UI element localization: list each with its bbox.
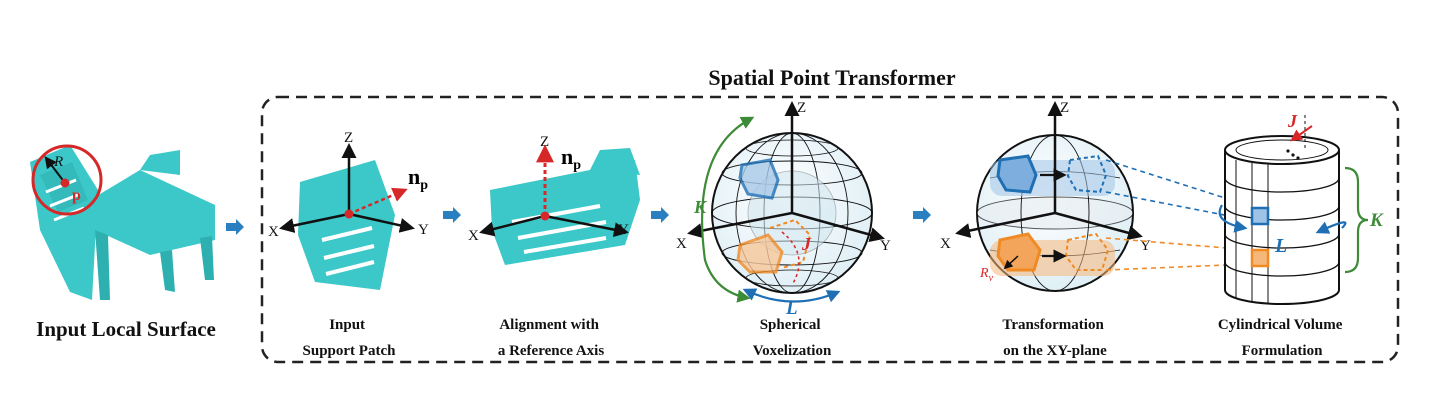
stage-alignment-reference-axis: Z X Y np xyxy=(468,134,640,265)
stage-cylindrical-volume: J L K xyxy=(1218,111,1384,305)
symbol-j-label: J xyxy=(801,234,812,254)
svg-text:Spherical Voxelization: Spherical Voxelization xyxy=(753,317,832,359)
stage-xy-plane-transformation: Z X Y Rv xyxy=(940,100,1151,292)
axis-y-label: Y xyxy=(618,222,629,238)
svg-text:Alignment with a Reference: Alignment with a Reference Axis xyxy=(498,317,605,359)
radius-r-label: R xyxy=(53,154,63,170)
stage-2-caption-line2: a Reference Axis xyxy=(498,343,605,359)
flow-arrow-icon xyxy=(226,219,244,235)
input-local-surface: R p xyxy=(30,144,215,300)
stage-5-caption-line1: Cylindrical Volume xyxy=(1218,317,1343,333)
stage-4-caption-line1: Transformation xyxy=(1002,317,1104,333)
input-local-surface-label: Input Local Surface xyxy=(36,317,216,341)
neighborhood-circle xyxy=(31,144,103,216)
svg-text:Transformation on the XY-p: Transformation on the XY-plane xyxy=(1002,317,1107,359)
normal-np-label: np xyxy=(408,164,428,193)
stage-2-caption-line1: Alignment with xyxy=(499,317,599,333)
flow-arrow-icon xyxy=(913,207,931,223)
axis-x-label: X xyxy=(676,236,687,252)
point-p-label: p xyxy=(72,187,81,204)
flow-arrow-icon xyxy=(651,207,669,223)
axis-x-label: X xyxy=(468,228,479,244)
symbol-l-label: L xyxy=(785,298,798,319)
stage-5-caption-line2: Formulation xyxy=(1242,343,1323,359)
stage-1-caption-line2: Support Patch xyxy=(303,343,397,359)
symbol-k-label: K xyxy=(1369,210,1384,231)
axis-x-label: X xyxy=(268,224,279,240)
axis-z-label: Z xyxy=(1060,100,1069,116)
svg-text:Input Support Patch: Input Support Patch xyxy=(303,317,397,359)
transformer-group-box xyxy=(260,95,1400,364)
symbol-rv-label: Rv xyxy=(979,266,994,284)
axis-x-label: X xyxy=(940,236,951,252)
axis-y-label: Y xyxy=(418,222,429,238)
symbol-j-label: J xyxy=(1287,111,1298,131)
stage-3-caption-line2: Voxelization xyxy=(753,343,832,359)
stage-spherical-voxelization: Z X Y J K L xyxy=(676,100,891,319)
keypoint-p xyxy=(60,178,70,188)
transformer-title: Spatial Point Transformer xyxy=(708,65,956,90)
stage-input-support-patch: Z X Y np xyxy=(268,130,429,290)
flow-arrow-icon xyxy=(443,207,461,223)
stage-4-caption-line2: on the XY-plane xyxy=(1003,343,1107,359)
flow-arrows xyxy=(226,207,931,235)
stage-1-caption-line1: Input xyxy=(329,317,365,333)
symbol-l-label: L xyxy=(1274,235,1287,257)
axis-z-label: Z xyxy=(540,134,549,150)
svg-text:Cylindrical Volume Formula: Cylindrical Volume Formulation xyxy=(1218,317,1346,359)
axis-z-label: Z xyxy=(797,100,806,116)
axis-y-label: Y xyxy=(1140,238,1151,254)
normal-np-label: np xyxy=(561,144,581,173)
symbol-k-label: K xyxy=(693,197,708,217)
axis-z-label: Z xyxy=(344,130,353,146)
stage-3-caption-line1: Spherical xyxy=(760,317,821,333)
axis-y-label: Y xyxy=(880,238,891,254)
